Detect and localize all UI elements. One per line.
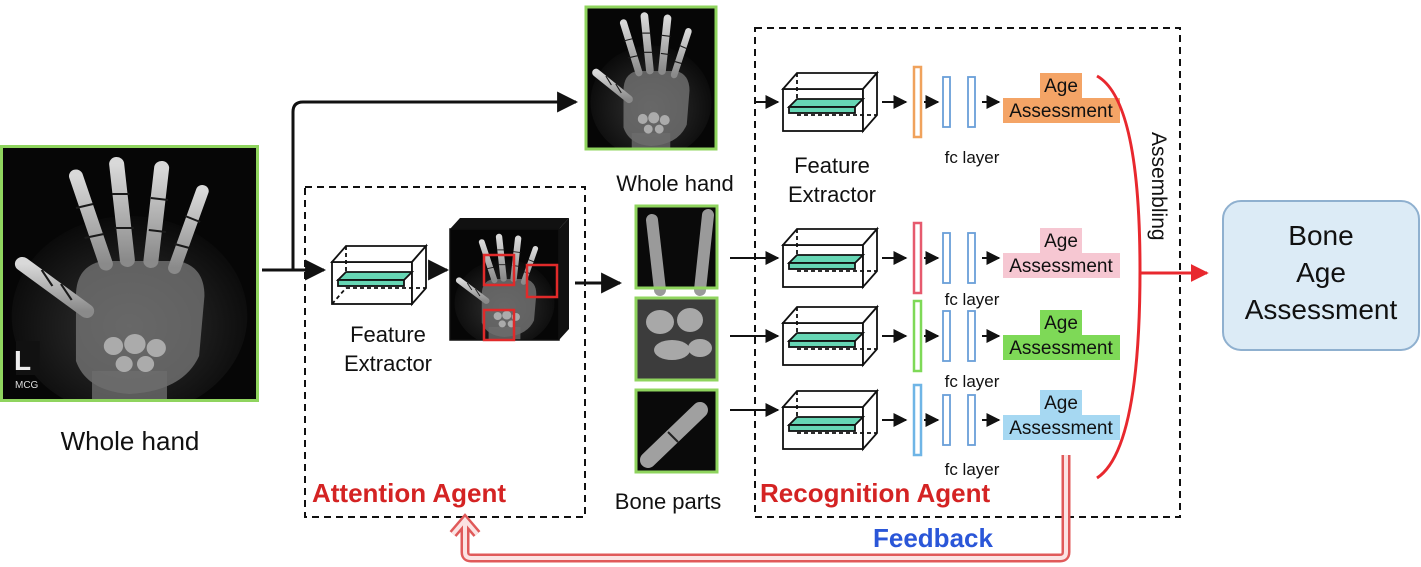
- branch-feature-vector: [912, 65, 923, 139]
- assembling-label: Assembling: [1147, 132, 1170, 241]
- whole-hand-thumbnail: [584, 5, 718, 151]
- age-badge-top: [1040, 73, 1082, 98]
- bone-age-assessment-box: [1222, 200, 1420, 351]
- attention-agent-label: Attention Agent: [312, 478, 506, 508]
- branch-feature-vector: [912, 299, 923, 373]
- attention-region-thumb: [525, 263, 559, 299]
- branch-feature-extractor-cube: [781, 226, 879, 290]
- input-whole-hand-image: L MCG: [0, 145, 259, 402]
- branch-feature-extractor-cube: [781, 304, 879, 368]
- xray-marker-sub: MCG: [15, 380, 39, 391]
- xray-marker-letter: L: [14, 345, 31, 376]
- assessment-label: Assessment: [1009, 101, 1113, 122]
- whole-hand-caption: Whole hand: [616, 171, 733, 196]
- age-badge-bottom: [1003, 253, 1120, 278]
- recognition-feature-extractor-label-2: Extractor: [788, 182, 876, 207]
- branch-feature-vector: [912, 383, 923, 457]
- branch-feature-extractor-cube: [781, 70, 879, 134]
- bone-part-finger: [634, 204, 719, 296]
- age-badge-top: [1040, 228, 1082, 253]
- recognition-agent-label: Recognition Agent: [760, 478, 990, 508]
- assessment-label: Assessment: [1009, 418, 1113, 439]
- attention-region-finger: [482, 253, 516, 287]
- fc-layer-label: fc layer: [945, 460, 1000, 479]
- fc-bar-1: [942, 394, 951, 446]
- recognition-feature-extractor-label-1: Feature: [794, 153, 870, 178]
- age-label: Age: [1044, 393, 1078, 414]
- fc-bar-2: [967, 394, 976, 446]
- result-line-3: Assessment: [1245, 294, 1398, 325]
- result-line-1: Bone: [1288, 220, 1353, 251]
- age-label: Age: [1044, 231, 1078, 252]
- bone-parts-caption: Bone parts: [615, 489, 721, 514]
- feedback-arrow-inner: [451, 455, 1068, 560]
- bone-part-wrist: [634, 296, 719, 382]
- branch-feature-vector: [912, 221, 923, 295]
- branch-input-arrows: [730, 95, 780, 417]
- fc-layer-label: fc layer: [945, 148, 1000, 167]
- fc-bar-2: [967, 232, 976, 284]
- input-arrows: [262, 91, 579, 281]
- age-badge-bottom: [1003, 335, 1120, 360]
- assembling-curve: [1096, 74, 1142, 480]
- branch-feature-extractor-cube: [781, 388, 879, 452]
- fc-bar-1: [942, 232, 951, 284]
- attention-feature-extractor-label-2: Extractor: [344, 351, 432, 376]
- assessment-label: Assessment: [1009, 338, 1113, 359]
- attention-region-wrist: [482, 308, 516, 342]
- fc-bar-2: [967, 76, 976, 128]
- bone-part-thumb: [634, 388, 719, 474]
- fc-layer-label: fc layer: [945, 290, 1000, 309]
- attention-feature-extractor-cube: [330, 243, 428, 307]
- age-badge-bottom: [1003, 98, 1120, 123]
- fc-bar-2: [967, 310, 976, 362]
- age-label: Age: [1044, 313, 1078, 334]
- attention-feature-extractor-label-1: Feature: [350, 322, 426, 347]
- attention-agent-box: [304, 186, 586, 518]
- fc-bar-1: [942, 76, 951, 128]
- age-badge-top: [1040, 390, 1082, 415]
- input-caption: Whole hand: [61, 426, 200, 456]
- fc-layer-label: fc layer: [945, 372, 1000, 391]
- assessment-label: Assessment: [1009, 256, 1113, 277]
- age-label: Age: [1044, 76, 1078, 97]
- feedback-label: Feedback: [873, 523, 993, 553]
- fc-bar-1: [942, 310, 951, 362]
- result-line-2: Age: [1296, 257, 1346, 288]
- attention-map-block: [449, 218, 569, 342]
- age-badge-top: [1040, 310, 1082, 335]
- age-badge-bottom: [1003, 415, 1120, 440]
